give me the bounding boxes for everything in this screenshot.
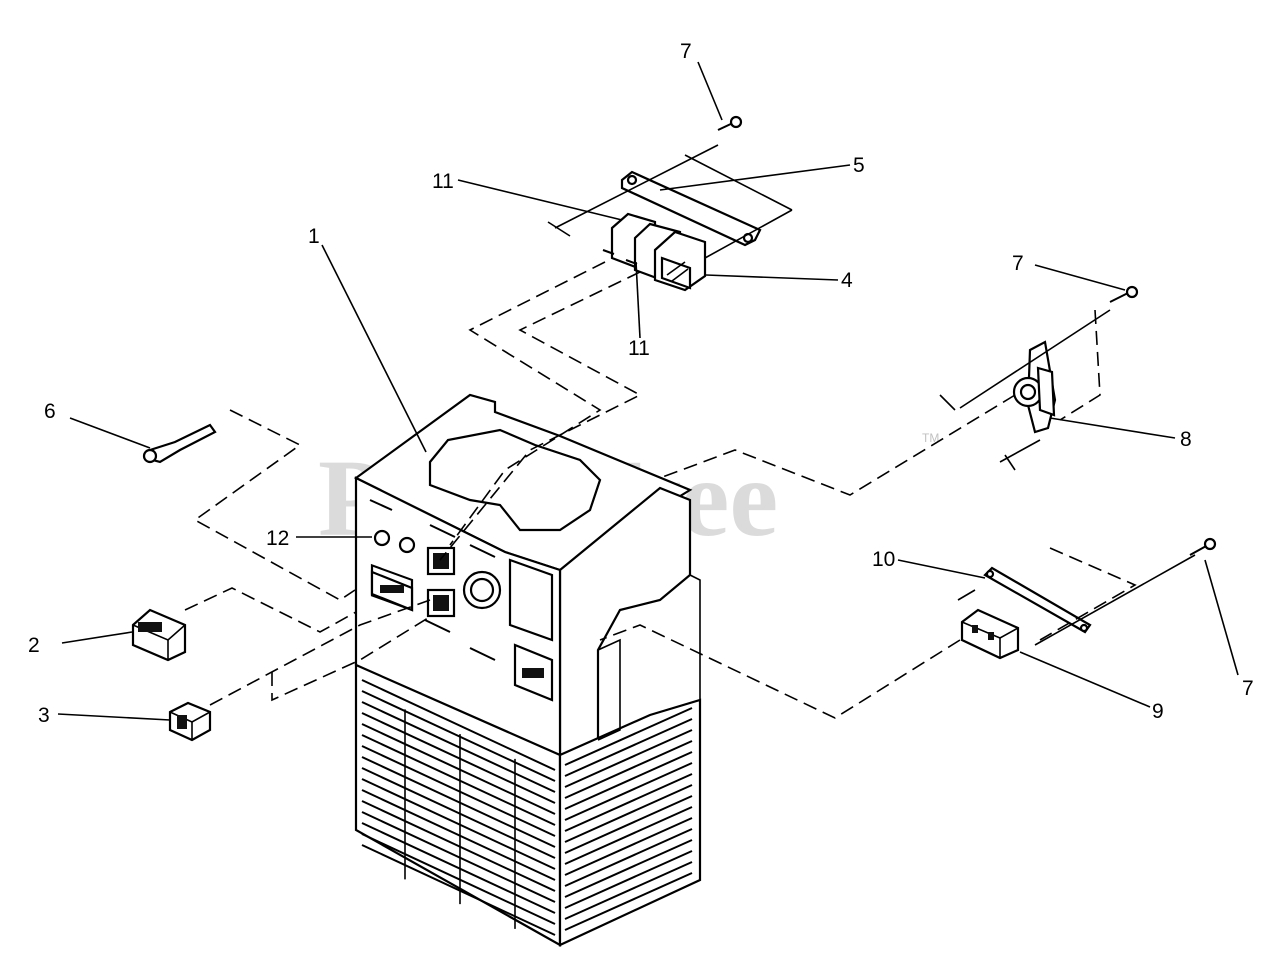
duplex-receptacle-part[interactable] — [960, 608, 1020, 660]
callout-7-top: 7 — [680, 40, 692, 63]
louver-slat — [564, 795, 693, 854]
screw-top[interactable] — [717, 115, 743, 131]
louver-slat — [564, 762, 693, 821]
louver-slat — [564, 872, 693, 931]
louver-slat — [564, 740, 693, 799]
grille-louvers — [361, 679, 693, 936]
callout-2: 2 — [28, 634, 40, 657]
louver-slat — [564, 861, 693, 920]
louver-slat — [361, 811, 556, 903]
louver-slat — [564, 784, 693, 843]
louver-slat — [564, 839, 693, 898]
louver-slat — [564, 707, 693, 766]
louver-slat — [361, 822, 556, 914]
callout-4: 4 — [841, 269, 853, 292]
louver-slat — [361, 701, 556, 793]
louver-slat — [361, 745, 556, 837]
callout-6: 6 — [44, 400, 56, 423]
louver-slat — [361, 756, 556, 848]
callout-11-bottom: 11 — [628, 337, 650, 360]
callout-7-right-lower: 7 — [1242, 677, 1254, 700]
callout-9: 9 — [1152, 700, 1164, 723]
louver-slat — [361, 679, 556, 771]
callout-8: 8 — [1180, 428, 1192, 451]
louver-slat — [564, 718, 693, 777]
louver-slat — [564, 828, 693, 887]
fuse-holder-part[interactable] — [142, 423, 217, 464]
callout-3: 3 — [38, 704, 50, 727]
panel-front-details — [369, 499, 554, 702]
louver-slat — [361, 767, 556, 859]
louver-slat — [361, 800, 556, 892]
louver-slat — [361, 833, 556, 925]
louver-slat — [361, 723, 556, 815]
assembly-dashed-lines — [184, 261, 1137, 719]
louver-slat — [361, 789, 556, 881]
callout-11-top: 11 — [432, 170, 454, 193]
watermark-trademark: TM — [922, 431, 939, 445]
louver-slat — [564, 773, 693, 832]
louver-slat — [361, 734, 556, 826]
louver-slat — [564, 850, 693, 909]
screw-right-upper[interactable] — [1109, 285, 1139, 303]
louver-slat — [361, 844, 556, 936]
square-switch-part[interactable] — [168, 701, 212, 742]
louver-slat — [361, 712, 556, 804]
leader-lines — [57, 61, 1239, 721]
screw-insertion-lines — [547, 144, 1196, 646]
louver-slat — [361, 690, 556, 782]
louver-slat — [564, 729, 693, 788]
callout-1: 1 — [308, 225, 320, 248]
callout-12: 12 — [266, 527, 289, 550]
rocker-switch-part[interactable] — [131, 608, 187, 662]
louver-slat — [361, 778, 556, 870]
breaker-assembly[interactable] — [602, 170, 762, 292]
callout-labels: 1 2 3 4 5 6 7 7 7 8 9 10 11 11 12 — [28, 40, 1254, 727]
louver-slat — [564, 817, 693, 876]
screw-right-lower[interactable] — [1189, 537, 1217, 556]
receptacle-plate-part[interactable] — [983, 566, 1092, 634]
louver-slat — [564, 806, 693, 865]
twist-lock-receptacle-part[interactable] — [1012, 340, 1057, 434]
callout-10: 10 — [872, 548, 895, 571]
louver-slat — [564, 751, 693, 810]
callout-7-right-upper: 7 — [1012, 252, 1024, 275]
callout-5: 5 — [853, 154, 865, 177]
